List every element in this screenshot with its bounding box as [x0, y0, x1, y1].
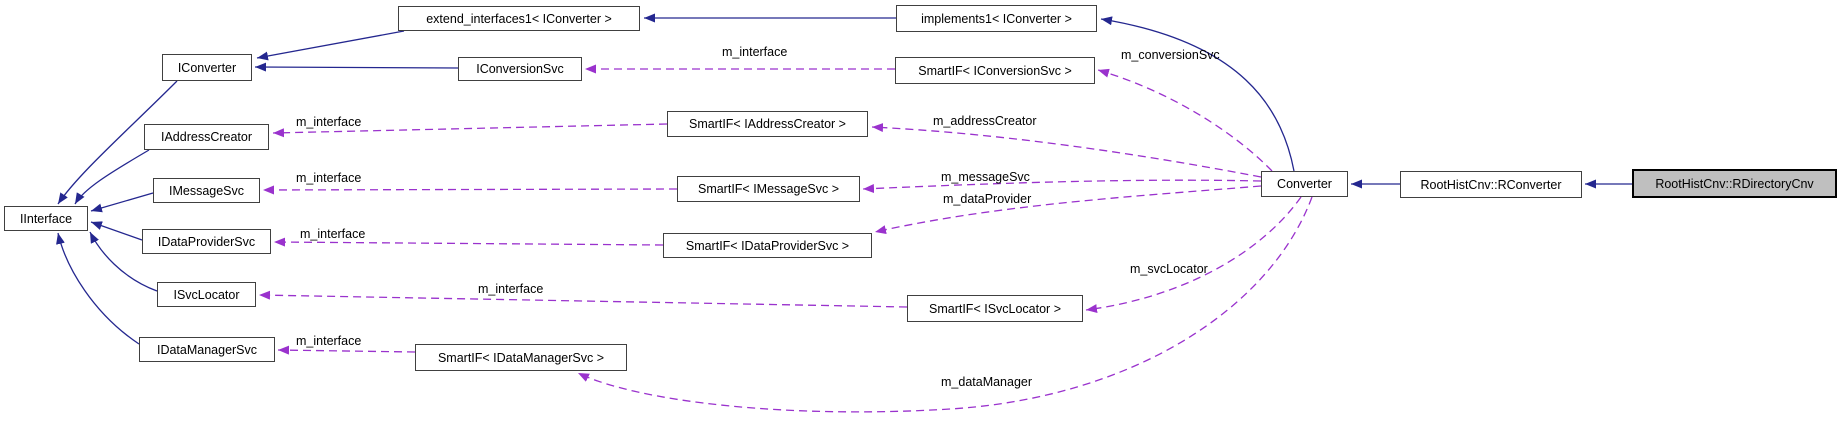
edge-label-m-messagesvc: m_messageSvc	[941, 170, 1030, 184]
node-smartif-iconversionsvc[interactable]: SmartIF< IConversionSvc >	[895, 57, 1095, 84]
edge-converter-to-smartif-idataprovidersvc	[874, 185, 1262, 234]
edge-label-m-conversionsvc: m_conversionSvc	[1121, 48, 1220, 62]
node-iconverter[interactable]: IConverter	[162, 54, 252, 81]
edge-label-m-interface-addresscreator: m_interface	[296, 115, 362, 129]
node-roothistcnv-rconverter[interactable]: RootHistCnv::RConverter	[1400, 171, 1582, 198]
edge-label-m-interface-dataprovider: m_interface	[300, 227, 366, 241]
edge-label-m-svclocator: m_svcLocator	[1130, 262, 1208, 276]
node-smartif-isvclocator[interactable]: SmartIF< ISvcLocator >	[907, 295, 1083, 322]
node-imessagesvc[interactable]: IMessageSvc	[153, 178, 260, 203]
edge-converter-to-implements1	[1100, 16, 1295, 172]
edge-imessagesvc-to-iinterface	[90, 192, 154, 213]
edge-smartif-iaddresscreator-to-iaddresscreator	[272, 123, 668, 138]
node-smartif-imessagesvc[interactable]: SmartIF< IMessageSvc >	[677, 176, 860, 202]
edge-smartif-isvclocator-to-isvclocator	[258, 290, 908, 308]
edge-converter-to-smartif-imessagesvc	[862, 179, 1262, 194]
edge-converter-to-smartif-iconversionsvc	[1097, 68, 1273, 172]
edge-converter-to-smartif-isvclocator	[1085, 196, 1302, 314]
edge-isvclocator-to-iinterface	[89, 231, 158, 292]
edge-label-m-addresscreator: m_addressCreator	[933, 114, 1037, 128]
node-iaddresscreator[interactable]: IAddressCreator	[144, 124, 269, 150]
edge-smartif-imessagesvc-to-imessagesvc	[262, 185, 678, 195]
node-isvclocator[interactable]: ISvcLocator	[157, 282, 256, 307]
edge-iconversionsvc-to-iconverter	[254, 62, 459, 72]
node-iinterface[interactable]: IInterface	[4, 206, 88, 231]
node-idataprovidersvc[interactable]: IDataProviderSvc	[142, 229, 271, 254]
edge-iconverter-to-iinterface	[57, 80, 178, 205]
node-implements1[interactable]: implements1< IConverter >	[896, 5, 1097, 32]
node-extend-interfaces1[interactable]: extend_interfaces1< IConverter >	[398, 6, 640, 31]
node-converter[interactable]: Converter	[1261, 171, 1348, 197]
node-roothistcnv-rdirectorycnv: RootHistCnv::RDirectoryCnv	[1632, 169, 1837, 198]
edge-label-m-interface-svclocator: m_interface	[478, 282, 544, 296]
node-idatamanagersvc[interactable]: IDataManagerSvc	[139, 337, 275, 362]
edge-extend-interfaces1-to-iconverter	[256, 30, 405, 61]
edge-smartif-idataprovidersvc-to-idataprovidersvc	[273, 237, 664, 247]
edge-label-m-dataprovider: m_dataProvider	[943, 192, 1032, 206]
edge-idatamanagersvc-to-iinterface	[56, 232, 140, 345]
edge-label-m-interface-messagesvc: m_interface	[296, 171, 362, 185]
node-smartif-iaddresscreator[interactable]: SmartIF< IAddressCreator >	[667, 111, 868, 137]
edge-iaddresscreator-to-iinterface	[74, 149, 150, 205]
node-iconversionsvc[interactable]: IConversionSvc	[458, 57, 582, 81]
edge-idataprovidersvc-to-iinterface	[90, 221, 143, 241]
edge-converter-to-smartif-iaddresscreator	[871, 123, 1262, 178]
edge-smartif-idatamanagersvc-to-idatamanagersvc	[277, 345, 416, 355]
edge-label-m-datamanager: m_dataManager	[941, 375, 1033, 389]
edge-label-m-interface-conversionsvc: m_interface	[722, 45, 788, 59]
edge-label-m-interface-datamanager: m_interface	[296, 334, 362, 348]
node-smartif-idataprovidersvc[interactable]: SmartIF< IDataProviderSvc >	[663, 233, 872, 258]
node-smartif-idatamanagersvc[interactable]: SmartIF< IDataManagerSvc >	[415, 344, 627, 371]
